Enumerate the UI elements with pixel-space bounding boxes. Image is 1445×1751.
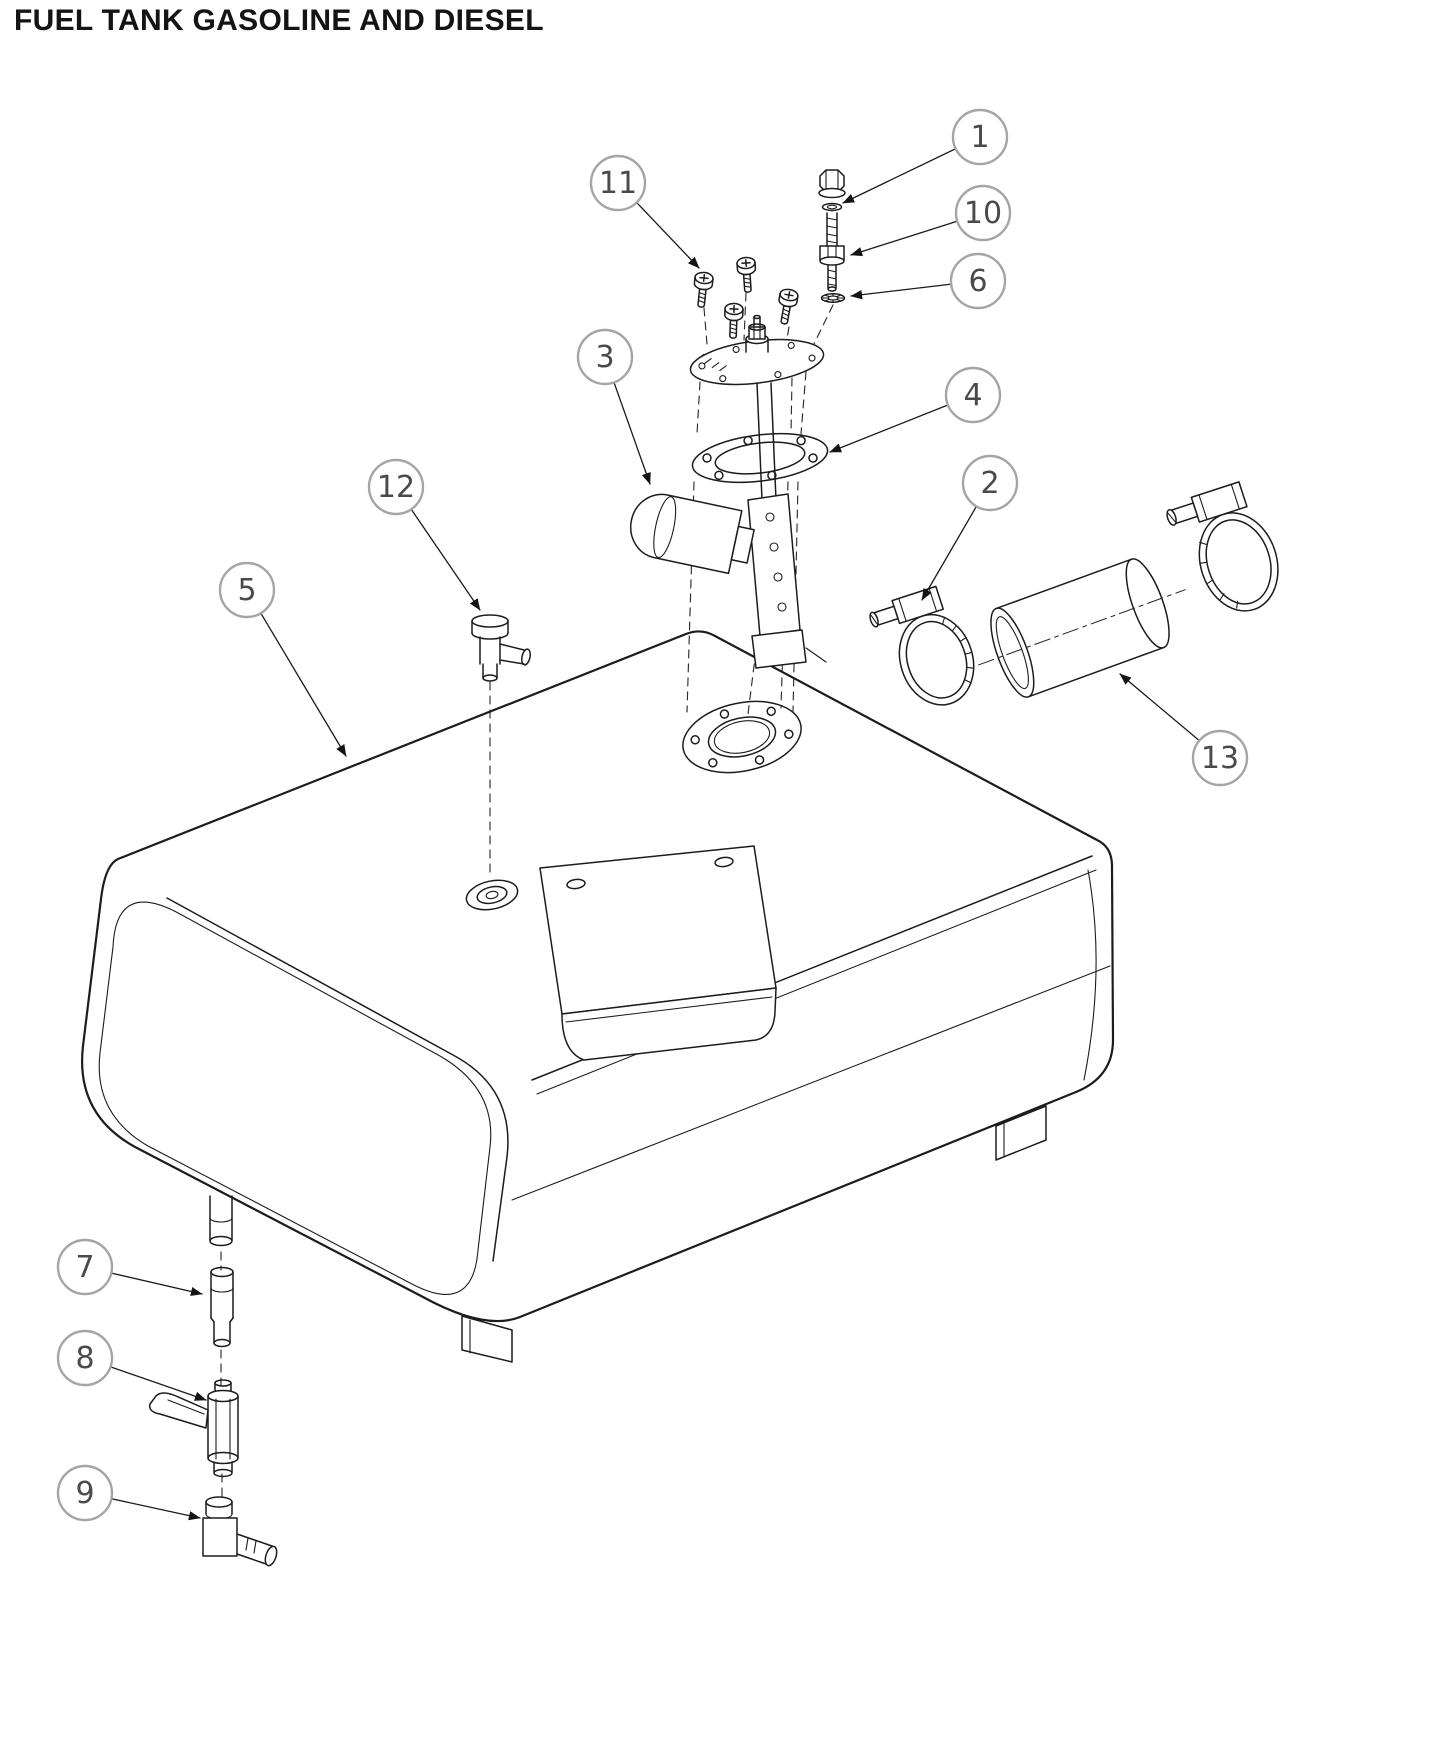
callout-circle-8 [56,1329,114,1387]
callout-circle-1 [951,108,1009,166]
callout-12: 12 [367,458,481,611]
fuel-sender-unit [630,314,827,669]
callout-4: 4 [829,366,1002,453]
callout-8: 8 [56,1329,207,1401]
callout-number-5: 5 [237,573,256,608]
callout-circle-10 [954,184,1012,242]
callout-circle-6 [949,252,1007,310]
callout-number-9: 9 [75,1476,94,1511]
callout-1: 1 [842,108,1009,204]
callout-number-8: 8 [75,1341,94,1376]
hose-clamp-right [1166,481,1279,612]
callout-number-1: 1 [970,120,989,155]
callout-circle-3 [576,328,634,386]
vent-boss [465,879,519,911]
flat-washer [821,202,843,212]
valve-handle [148,1392,209,1429]
callout-number-6: 6 [968,264,987,299]
mounting-bracket [539,845,777,1061]
fuel-tank-body [81,630,1115,1363]
callout-circle-2 [961,454,1019,512]
mounting-gasket-ring [691,432,829,484]
tank-drain-port [209,1195,233,1247]
callout-circle-12 [367,458,425,516]
callout-3: 3 [576,328,651,485]
callout-9: 9 [56,1464,201,1522]
lock-washer [820,293,846,303]
callout-11: 11 [589,154,700,269]
hose-clamp-left [869,585,975,706]
callout-circle-9 [56,1464,114,1522]
callout-number-12: 12 [377,470,415,505]
callout-number-13: 13 [1201,741,1239,776]
page-title: FUEL TANK GASOLINE AND DIESEL [14,4,544,37]
callout-circle-7 [56,1238,114,1296]
sender-canister [630,493,755,575]
callout-7: 7 [56,1238,203,1297]
callout-number-3: 3 [595,340,614,375]
hex-flange-nut [818,169,846,199]
fuel-filler-hose [977,558,1186,698]
callout-number-4: 4 [963,378,982,413]
shut-off-valve [148,1379,239,1478]
callout-13: 13 [1119,673,1249,787]
vent-fitting [471,614,532,682]
leader-line-5 [246,589,347,757]
drain-tube-fitting [210,1266,234,1348]
threaded-stud [819,212,845,292]
sender-center-fitting [745,314,769,353]
callout-number-2: 2 [980,466,999,501]
callout-circle-13 [1191,729,1249,787]
callout-10: 10 [850,184,1012,257]
float-housing [751,629,807,669]
callout-circle-11 [589,154,647,212]
callout-2: 2 [921,454,1019,601]
fastener-stack [818,169,846,303]
callout-circle-4 [944,366,1002,424]
callout-5: 5 [218,561,347,757]
callout-number-11: 11 [599,166,637,201]
tank-end-cap [166,897,509,1262]
callout-number-7: 7 [75,1250,94,1285]
elbow-hose-fitting [202,1496,278,1567]
callout-number-10: 10 [964,196,1002,231]
tank-foot-left [461,1315,513,1363]
tank-foot-right [995,1105,1047,1161]
filler-flange [682,700,802,774]
callout-6: 6 [850,252,1007,310]
callout-circle-5 [218,561,276,619]
